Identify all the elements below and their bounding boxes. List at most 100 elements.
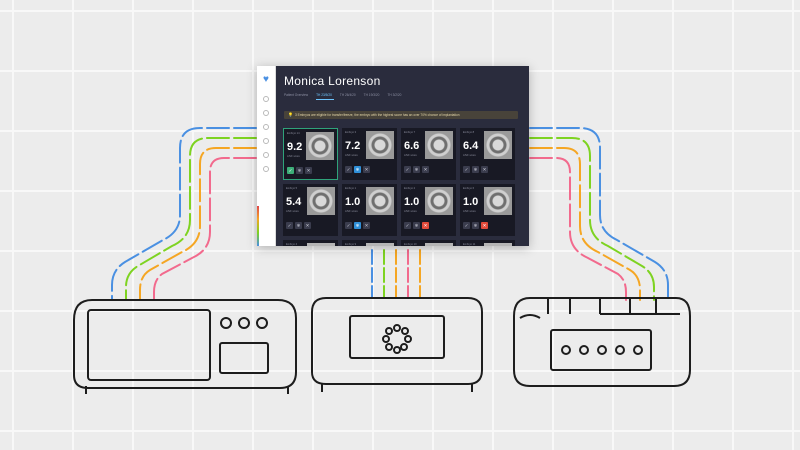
score-caption: AIVF score [345,210,358,213]
check-icon[interactable]: ✓ [345,166,352,173]
snowflake-icon[interactable]: ❄ [413,222,420,229]
embryo-actions: ✓❄✕ [345,166,370,173]
embryo-label: Embryo 8 [463,131,474,134]
heart-logo-icon[interactable]: ♥ [261,75,271,85]
close-icon[interactable]: ✕ [481,222,488,229]
snowflake-icon[interactable]: ❄ [472,166,479,173]
close-icon[interactable]: ✕ [305,167,312,174]
score-caption: AIVF score [345,154,358,157]
tab-treatment-3[interactable]: TH 19/3/20 [364,93,382,100]
calendar-icon[interactable] [263,110,269,116]
score-caption: AIVF score [404,154,417,157]
embryo-image[interactable] [484,243,512,246]
incubator-device-middle [312,298,482,392]
embryo-image[interactable] [366,131,394,159]
flask-icon[interactable] [263,124,269,130]
check-icon[interactable]: ✓ [287,167,294,174]
check-icon[interactable]: ✓ [463,166,470,173]
embryo-actions: ✓❄✕ [463,222,488,229]
embryo-card[interactable]: Embryo 9 [342,240,397,246]
sidebar-accent [257,206,259,246]
embryo-label: Embryo 9 [345,243,356,246]
embryo-score: 6.4 [463,140,478,152]
treatment-tabs: Patient Overview TH 23/5/20 TH 26/4/20 T… [284,93,403,100]
embryo-image[interactable] [484,187,512,215]
embryo-label: Embryo 4 [286,243,297,246]
embryo-label: Embryo 3 [345,131,356,134]
embryo-actions: ✓❄✕ [345,222,370,229]
embryo-actions: ✓❄✕ [463,166,488,173]
embryo-card[interactable]: Embryo 11 [460,240,515,246]
patients-icon[interactable] [263,96,269,102]
embryo-label: Embryo 14 [287,132,300,135]
embryo-label: Embryo 1 [345,187,356,190]
close-icon[interactable]: ✕ [363,166,370,173]
embryo-image[interactable] [366,243,394,246]
embryo-image[interactable] [425,187,453,215]
embryo-label: Embryo 6 [463,187,474,190]
snowflake-icon[interactable]: ❄ [472,222,479,229]
notice-text: 3 Embryos are eligible for transfer/free… [295,113,460,117]
embryo-score: 6.6 [404,140,419,152]
embryo-label: Embryo 11 [463,243,475,246]
score-caption: AIVF score [287,155,300,158]
check-icon[interactable]: ✓ [404,222,411,229]
embryo-score: 1.0 [345,196,360,208]
score-caption: AIVF score [404,210,417,213]
snowflake-icon[interactable]: ❄ [295,222,302,229]
embryo-card[interactable]: Embryo 10 [401,240,456,246]
embryo-actions: ✓❄✕ [287,167,312,174]
snowflake-icon[interactable]: ❄ [354,222,361,229]
embryo-score: 1.0 [404,196,419,208]
embryo-score: 7.2 [345,140,360,152]
incubator-device-left [74,300,296,394]
tab-patient-overview[interactable]: Patient Overview [284,93,310,100]
score-caption: AIVF score [463,210,476,213]
embryo-image[interactable] [307,187,335,215]
close-icon[interactable]: ✕ [363,222,370,229]
embryo-image[interactable] [484,131,512,159]
close-icon[interactable]: ✕ [481,166,488,173]
tab-treatment-4[interactable]: TH 3/2/20 [387,93,403,100]
tab-treatment-2[interactable]: TH 26/4/20 [340,93,358,100]
snowflake-icon[interactable]: ❄ [296,167,303,174]
chat-icon[interactable] [263,138,269,144]
settings-icon[interactable] [263,166,269,172]
embryo-image[interactable] [425,131,453,159]
check-icon[interactable]: ✓ [286,222,293,229]
embryo-app-window: ♥ Monica Lorenson Patient Overview TH 23… [257,66,529,246]
embryo-image[interactable] [307,243,335,246]
chart-icon[interactable] [263,152,269,158]
patient-name: Monica Lorenson [284,74,381,88]
embryo-label: Embryo 5 [286,187,297,190]
implantation-notice: 💡3 Embryos are eligible for transfer/fre… [284,111,518,119]
check-icon[interactable]: ✓ [463,222,470,229]
score-caption: AIVF score [286,210,299,213]
close-icon[interactable]: ✕ [422,166,429,173]
embryo-actions: ✓❄✕ [286,222,311,229]
snowflake-icon[interactable]: ❄ [354,166,361,173]
embryo-image[interactable] [425,243,453,246]
check-icon[interactable]: ✓ [345,222,352,229]
embryo-actions: ✓❄✕ [404,222,429,229]
close-icon[interactable]: ✕ [304,222,311,229]
embryo-score: 5.4 [286,196,301,208]
tab-treatment-1[interactable]: TH 23/5/20 [316,93,334,100]
close-icon[interactable]: ✕ [422,222,429,229]
check-icon[interactable]: ✓ [404,166,411,173]
embryo-image[interactable] [366,187,394,215]
embryo-card[interactable]: Embryo 4 [283,240,338,246]
embryo-image[interactable] [306,132,334,160]
score-caption: AIVF score [463,154,476,157]
snowflake-icon[interactable]: ❄ [413,166,420,173]
incubator-device-right [514,298,690,386]
embryo-label: Embryo 2 [404,187,415,190]
